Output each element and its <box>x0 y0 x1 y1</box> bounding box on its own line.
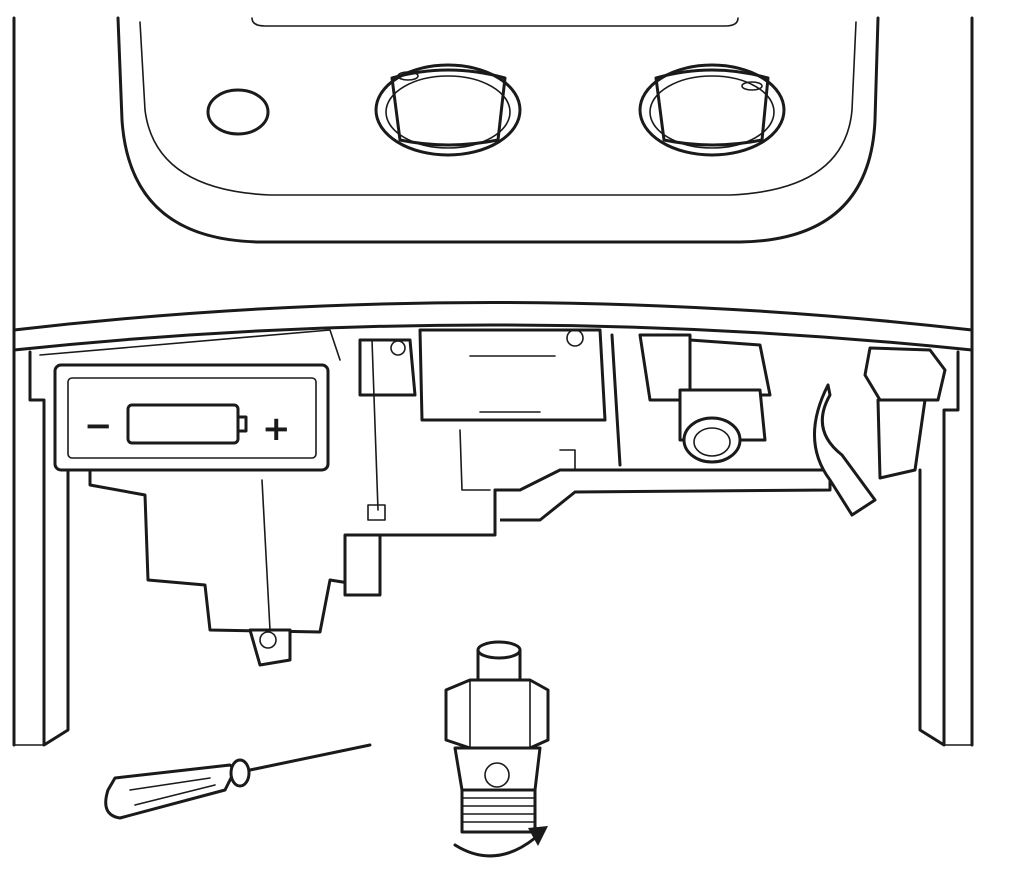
screwdriver <box>104 743 372 820</box>
knob-left[interactable] <box>374 63 522 157</box>
internal-components <box>39 328 947 667</box>
water-inlet-filter <box>444 640 550 858</box>
rotation-arrowhead-icon <box>528 826 548 846</box>
knob-right[interactable] <box>638 63 786 157</box>
power-button[interactable] <box>206 88 270 136</box>
battery-plus-label: + <box>262 409 291 449</box>
casing <box>12 16 974 747</box>
rotation-arrow <box>453 836 537 858</box>
battery-terminal-icon <box>236 415 248 433</box>
control-panel <box>116 16 880 244</box>
battery-compartment[interactable]: − + <box>53 363 330 472</box>
battery-minus-label: − <box>84 406 113 446</box>
